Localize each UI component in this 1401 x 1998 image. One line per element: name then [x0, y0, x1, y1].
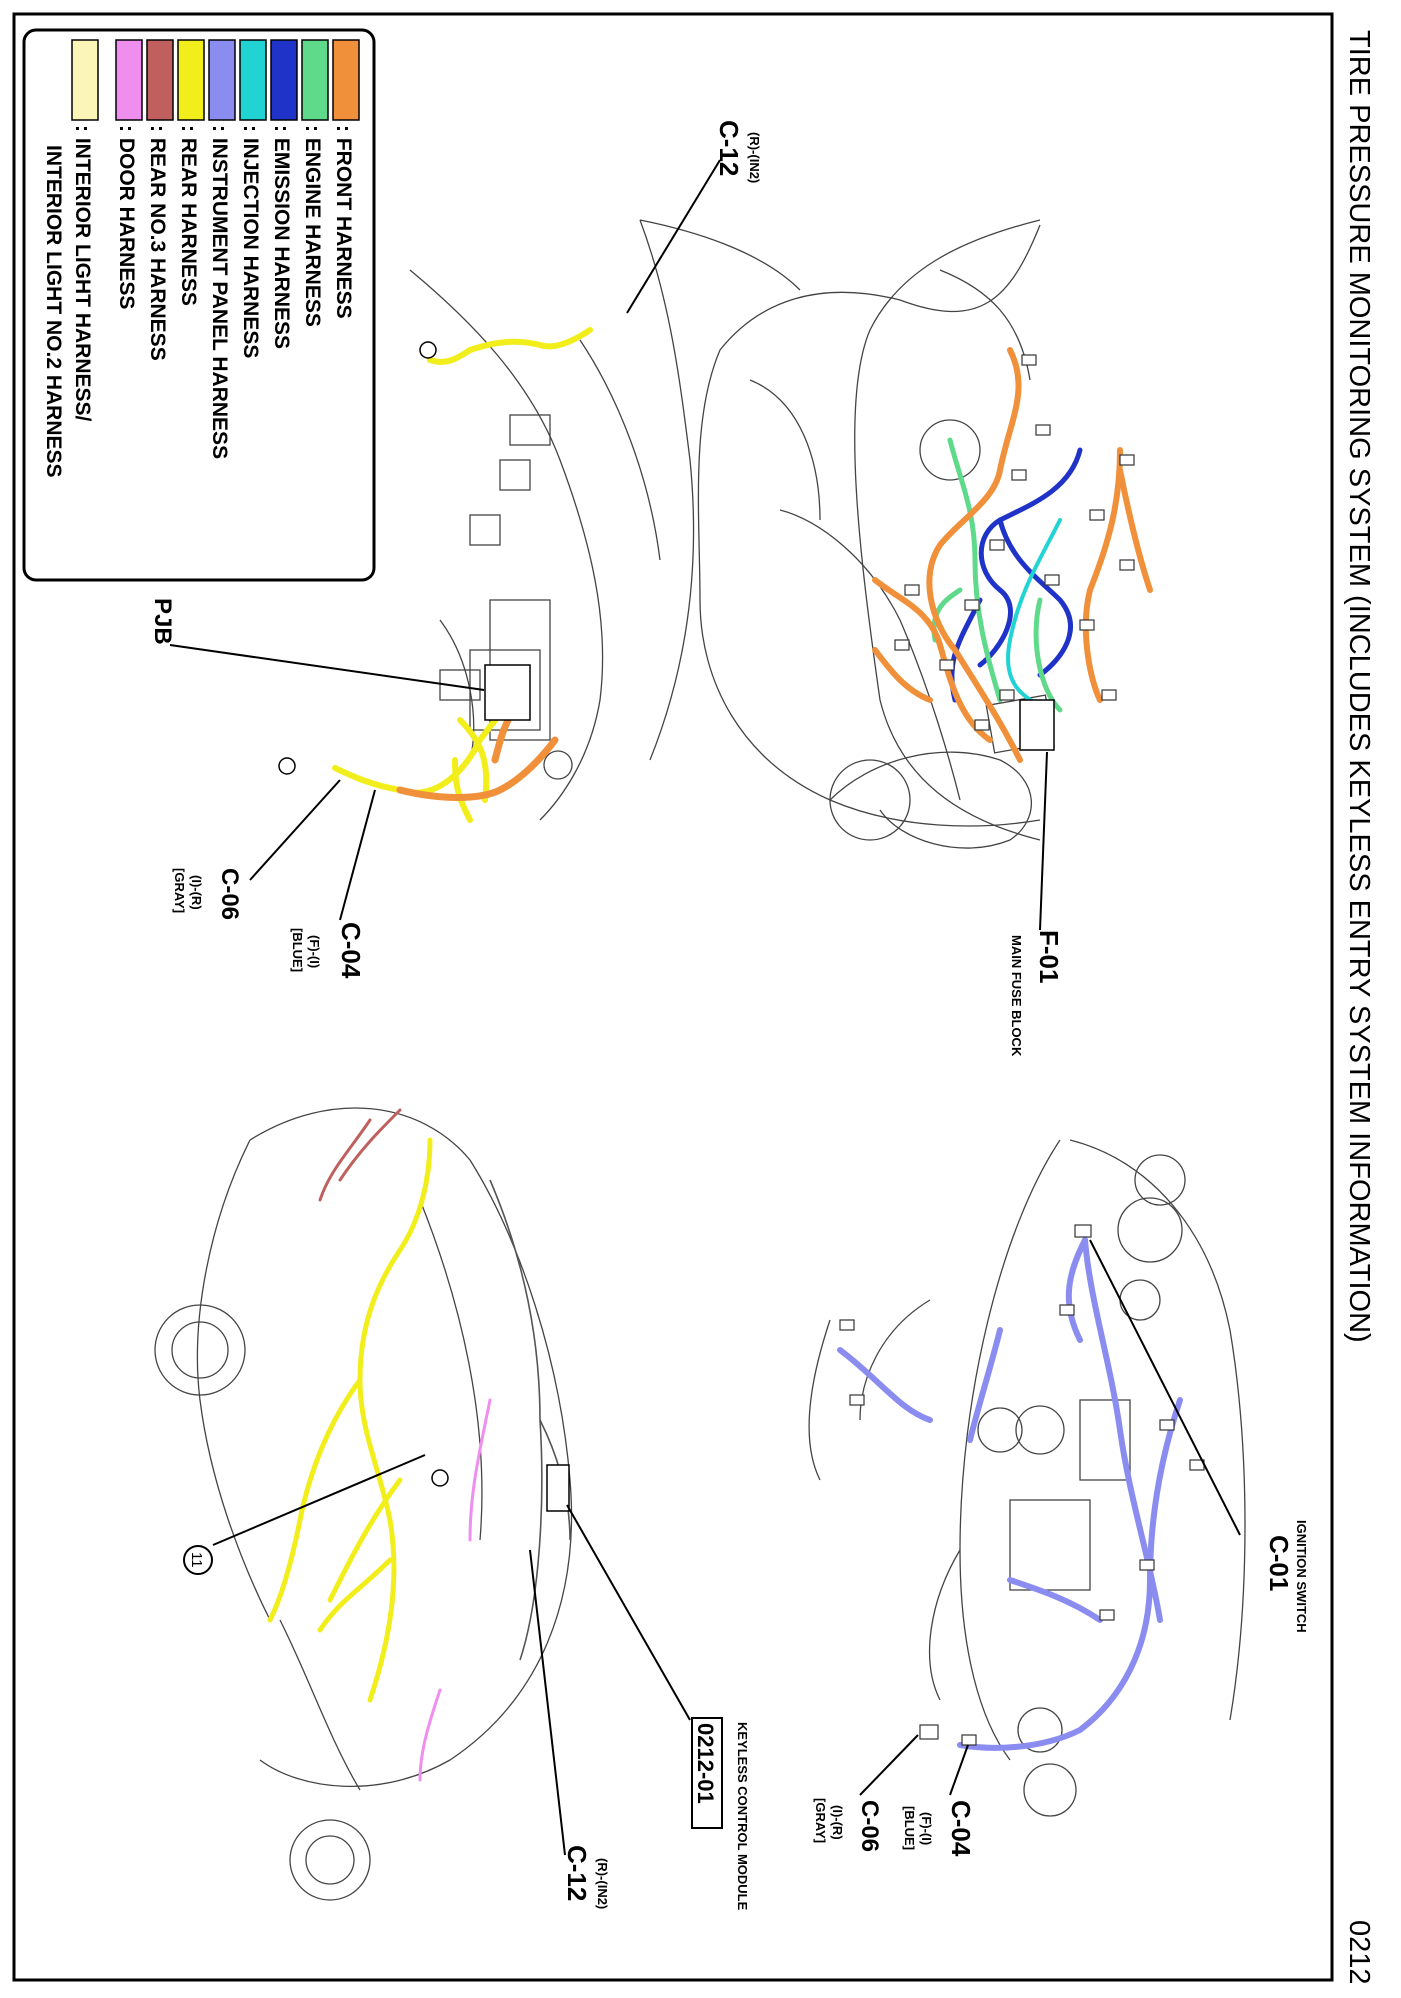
- swatch-instrument-harness: [208, 39, 236, 121]
- c04-right-sub: (F)-(I): [919, 1812, 934, 1845]
- legend-frame: [22, 28, 376, 582]
- f01-desc: MAIN FUSE BLOCK: [1009, 935, 1024, 1057]
- emission-harness: [949, 447, 1083, 703]
- callout-11-label: 11: [188, 1552, 205, 1568]
- c06-left-color: [GRAY]: [172, 868, 187, 913]
- legend-label-injection: : INJECTION HARNESS: [239, 125, 262, 358]
- c06-left-sub: (I)-(R): [189, 875, 204, 910]
- page-number: 0212: [1343, 1920, 1375, 1985]
- rear-no3-harness-body: [318, 1108, 402, 1202]
- swatch-injection-harness: [239, 39, 267, 121]
- door-harness-body: [418, 1398, 492, 1782]
- swatch-engine-harness: [301, 39, 329, 121]
- body-illustration: [154, 1107, 573, 1901]
- legend-label-interior: : INTERIOR LIGHT HARNESS/: [71, 125, 94, 422]
- legend-label-emission: : EMISSION HARNESS: [270, 125, 293, 349]
- body-wiring: [489, 1179, 571, 1661]
- harness-legend: : FRONT HARNESS : ENGINE HARNESS : EMISS…: [22, 28, 376, 582]
- c06-left-label: C-06: [216, 868, 243, 920]
- connector-c-circle: [431, 1469, 449, 1487]
- callout-leaders: [169, 159, 1241, 1856]
- legend-label-door: : DOOR HARNESS: [115, 125, 138, 309]
- page-frame: [12, 12, 1334, 1982]
- pjb-area-illustration: [409, 219, 801, 821]
- c12-right-label: C-12: [562, 1845, 592, 1901]
- c04-left-sub: (F)-(I): [307, 935, 322, 968]
- c12-left-sub: (R)-(IN2): [747, 132, 762, 183]
- legend-label-rear: : REAR HARNESS: [177, 125, 200, 306]
- c06-right-sub: (I)-(R): [830, 1805, 845, 1840]
- c01-label: C-01: [1264, 1535, 1294, 1591]
- keyless-code-box: [691, 1717, 723, 1829]
- connector-b-circle: [278, 757, 296, 775]
- front-harness-engine: [872, 347, 1153, 763]
- swatch-rear-harness: [177, 39, 205, 121]
- swatch-door-harness: [115, 39, 143, 121]
- c04-left-color: [BLUE]: [290, 928, 305, 972]
- keyless-code: 0212-01: [693, 1723, 718, 1804]
- c12-left-label: C-12: [714, 120, 744, 176]
- main-fuse-block-box: [1019, 699, 1055, 751]
- swatch-interior-light: [71, 39, 99, 121]
- pjb-label: PJB: [149, 598, 176, 645]
- legend-label-rear-no3: : REAR NO.3 HARNESS: [146, 125, 169, 361]
- swatch-rear-no3-harness: [146, 39, 174, 121]
- callout-11-circle: [183, 1545, 213, 1575]
- legend-label-front: : FRONT HARNESS: [332, 125, 355, 319]
- instrument-panel-illustration: [808, 1139, 1246, 1817]
- c04-right-color: [BLUE]: [902, 1806, 917, 1850]
- instrument-connectors: [839, 1224, 1205, 1746]
- legend-label-engine: : ENGINE HARNESS: [301, 125, 324, 327]
- pjb-box: [484, 664, 531, 721]
- keyless-control-module-box: [546, 1464, 570, 1512]
- c01-desc: IGNITION SWITCH: [1294, 1520, 1309, 1633]
- c06-right-color: [GRAY]: [813, 1798, 828, 1843]
- c04-left-label: C-04: [336, 922, 366, 979]
- rear-harness-body: [267, 1137, 433, 1703]
- injection-harness: [1006, 518, 1062, 712]
- instrument-panel-harness: [837, 1237, 1183, 1751]
- engine-compartment-illustration: [697, 219, 1055, 849]
- connector-a-circle: [419, 341, 437, 359]
- c06-right-label: C-06: [856, 1800, 883, 1852]
- c12-right-sub: (R)-(IN2): [595, 1858, 610, 1909]
- engine-connectors: [894, 354, 1135, 731]
- c04-right-label: C-04: [946, 1800, 976, 1857]
- page-title: TIRE PRESSURE MONITORING SYSTEM (INCLUDE…: [1343, 30, 1375, 1343]
- legend-label-instrument: : INSTRUMENT PANEL HARNESS: [208, 125, 231, 459]
- legend-label-interior-no2: INTERIOR LIGHT NO.2 HARNESS: [42, 145, 65, 478]
- keyless-desc: KEYLESS CONTROL MODULE: [735, 1722, 750, 1911]
- f01-label: F-01: [1034, 930, 1064, 983]
- legend-swatches: [71, 39, 360, 121]
- swatch-front-harness: [332, 39, 360, 121]
- swatch-emission-harness: [270, 39, 298, 121]
